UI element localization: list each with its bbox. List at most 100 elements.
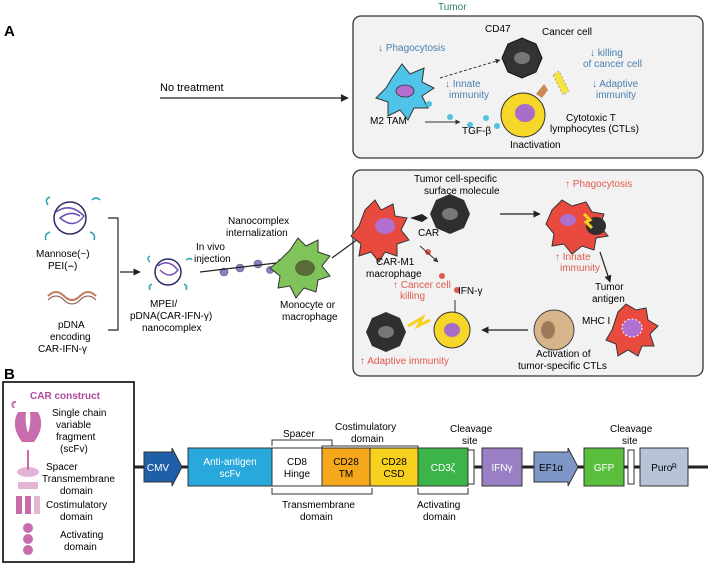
tm-bracket [271, 488, 373, 495]
construct-segment-label-9-0: Puroᴿ [651, 463, 677, 474]
phagocytosis-up-label: ↑ Phagocytosis [565, 179, 632, 190]
construct-segment-7 [533, 447, 579, 487]
surface-molecule-label-2: surface molecule [424, 186, 500, 197]
tumor-antigen-label-1: Tumor [595, 282, 624, 293]
legend-tm-2: domain [60, 486, 93, 497]
ifn-arrow [419, 245, 439, 263]
m2-tam-label: M2 TAM [370, 116, 407, 127]
legend-title: CAR construct [30, 391, 101, 402]
legend-costim-2: domain [60, 512, 93, 523]
costim-annotation-2: domain [351, 434, 384, 445]
cancer-cell-icon [501, 37, 543, 79]
car-construct-map: CMVAnti-antigenscFvCD8HingeCD28TMCD28CSD… [143, 447, 689, 487]
phagocytosis-down-label: ↓ Phagocytosis [378, 43, 445, 54]
phagocytosis-arrow [439, 58, 501, 79]
innate-down-label-1: ↓ Innate [445, 79, 481, 90]
pdna-label-3: CAR-IFN-γ [38, 344, 87, 355]
construct-segment-label-8-0: GFP [594, 463, 615, 474]
tm-annotation-2: domain [300, 512, 333, 523]
construct-segment-label-0-0: CMV [147, 463, 170, 474]
antigen-presenting-cell-icon [605, 303, 659, 357]
ifn-gamma-dots [425, 249, 460, 293]
cd47-label: CD47 [485, 24, 511, 35]
construct-segment-label-5-0: CD3ζ [431, 463, 456, 474]
activation-label-2: tumor-specific CTLs [518, 361, 607, 372]
legend-tm-1: Transmembrane [42, 474, 115, 485]
phagocytosing-macrophage-icon [545, 199, 609, 255]
tumor-cell-icon [430, 194, 470, 234]
legend-scfv-4: (scFv) [60, 444, 88, 455]
monocyte-label-1: Monocyte or [280, 300, 336, 311]
cleavage-site-1-marker [467, 449, 475, 485]
pdna-strand-icon-2 [47, 295, 97, 305]
tm-annotation-1: Transmembrane [282, 500, 355, 511]
polymer-tangle-icon [44, 196, 101, 241]
car-label: CAR [418, 228, 439, 239]
killed-tumor-cell-icon [366, 312, 406, 352]
construct-segment-label-1-1: scFv [219, 469, 240, 480]
construct-segment-label-6-0: IFNγ [491, 463, 512, 474]
innate-up-label-2: immunity [560, 263, 600, 274]
legend-scfv-2: variable [56, 420, 91, 431]
activating-annotation-2: domain [423, 512, 456, 523]
cleavage-site-2-marker [627, 449, 635, 485]
cleavage1-annotation-1: Cleavage [450, 424, 493, 435]
costim-bracket [321, 445, 419, 452]
car-m1-label-2: macrophage [366, 269, 422, 280]
car-m1-label-1: CAR-M1 [376, 257, 415, 268]
mhc-label: MHC I [582, 316, 610, 327]
killing-down-label-1: ↓ killing [590, 48, 623, 59]
spacer-annotation: Spacer [283, 429, 315, 440]
construct-segment-8 [583, 447, 625, 487]
internalization-label-1: Nanocomplex [228, 216, 289, 227]
construct-segment-0 [143, 447, 183, 487]
mix-bracket [108, 217, 119, 331]
innate-down-label-2: immunity [449, 90, 489, 101]
ctl-label-2: lymphocytes (CTLs) [550, 124, 639, 135]
inactivation-label: Inactivation [510, 140, 561, 151]
car-m1-macrophage-icon [350, 199, 410, 263]
legend-activating-2: domain [64, 542, 97, 553]
panel-b-letter: B [4, 366, 15, 383]
injection-label-1: In vivo [196, 242, 225, 253]
ctl-label-1: Cytotoxic T [566, 113, 616, 124]
construct-segment-label-3-1: TM [339, 469, 353, 480]
legend-activating-1: Activating [60, 530, 103, 541]
legend-scfv-1: Single chain [52, 408, 106, 419]
cleavage2-annotation-1: Cleavage [610, 424, 653, 435]
construct-segment-label-2-0: CD8 [287, 457, 307, 468]
construct-segment-2 [271, 447, 323, 487]
construct-segment-3 [321, 447, 371, 487]
mpei-label-1: MPEI/ [150, 299, 177, 310]
mpei-label-3: nanocomplex [142, 323, 201, 334]
activation-label-1: Activation of [536, 349, 591, 360]
innate-up-label-1: ↑ Innate [555, 252, 591, 263]
killer-ctl-icon [433, 311, 471, 349]
construct-segment-label-4-1: CSD [383, 469, 404, 480]
killing-lightning-icon [407, 314, 431, 330]
adaptive-up-label: ↑ Adaptive immunity [360, 356, 449, 367]
mpei-label-2: pDNA(CAR-IFN-γ) [130, 311, 212, 322]
internalization-label-2: internalization [226, 228, 288, 239]
construct-segment-1 [187, 447, 273, 487]
panel-a-letter: A [4, 23, 15, 40]
pdna-strand-icon [47, 291, 97, 301]
ifn-gamma-label: IFN-γ [458, 286, 482, 297]
adaptive-down-label-2: immunity [596, 90, 636, 101]
injection-arrow [199, 259, 286, 273]
legend-spacer: Spacer [46, 462, 78, 473]
adaptive-down-label-1: ↓ Adaptive [592, 79, 639, 90]
tumor-title: Tumor [438, 2, 467, 13]
pdna-label-2: encoding [50, 332, 91, 343]
costim-annotation-1: Costimulatory [335, 422, 396, 433]
surface-molecule-label-1: Tumor cell-specific [414, 174, 497, 185]
cancer-cell-label: Cancer cell [542, 27, 592, 38]
to-antigen-arrow [599, 251, 612, 283]
pdna-label-1: pDNA [58, 320, 85, 331]
no-treatment-label: No treatment [160, 82, 224, 94]
spacer-bracket [271, 439, 333, 446]
pei-label: PEI(⌢) [48, 261, 77, 272]
construct-segment-label-1-0: Anti-antigen [203, 457, 256, 468]
activating-bracket [417, 488, 469, 495]
